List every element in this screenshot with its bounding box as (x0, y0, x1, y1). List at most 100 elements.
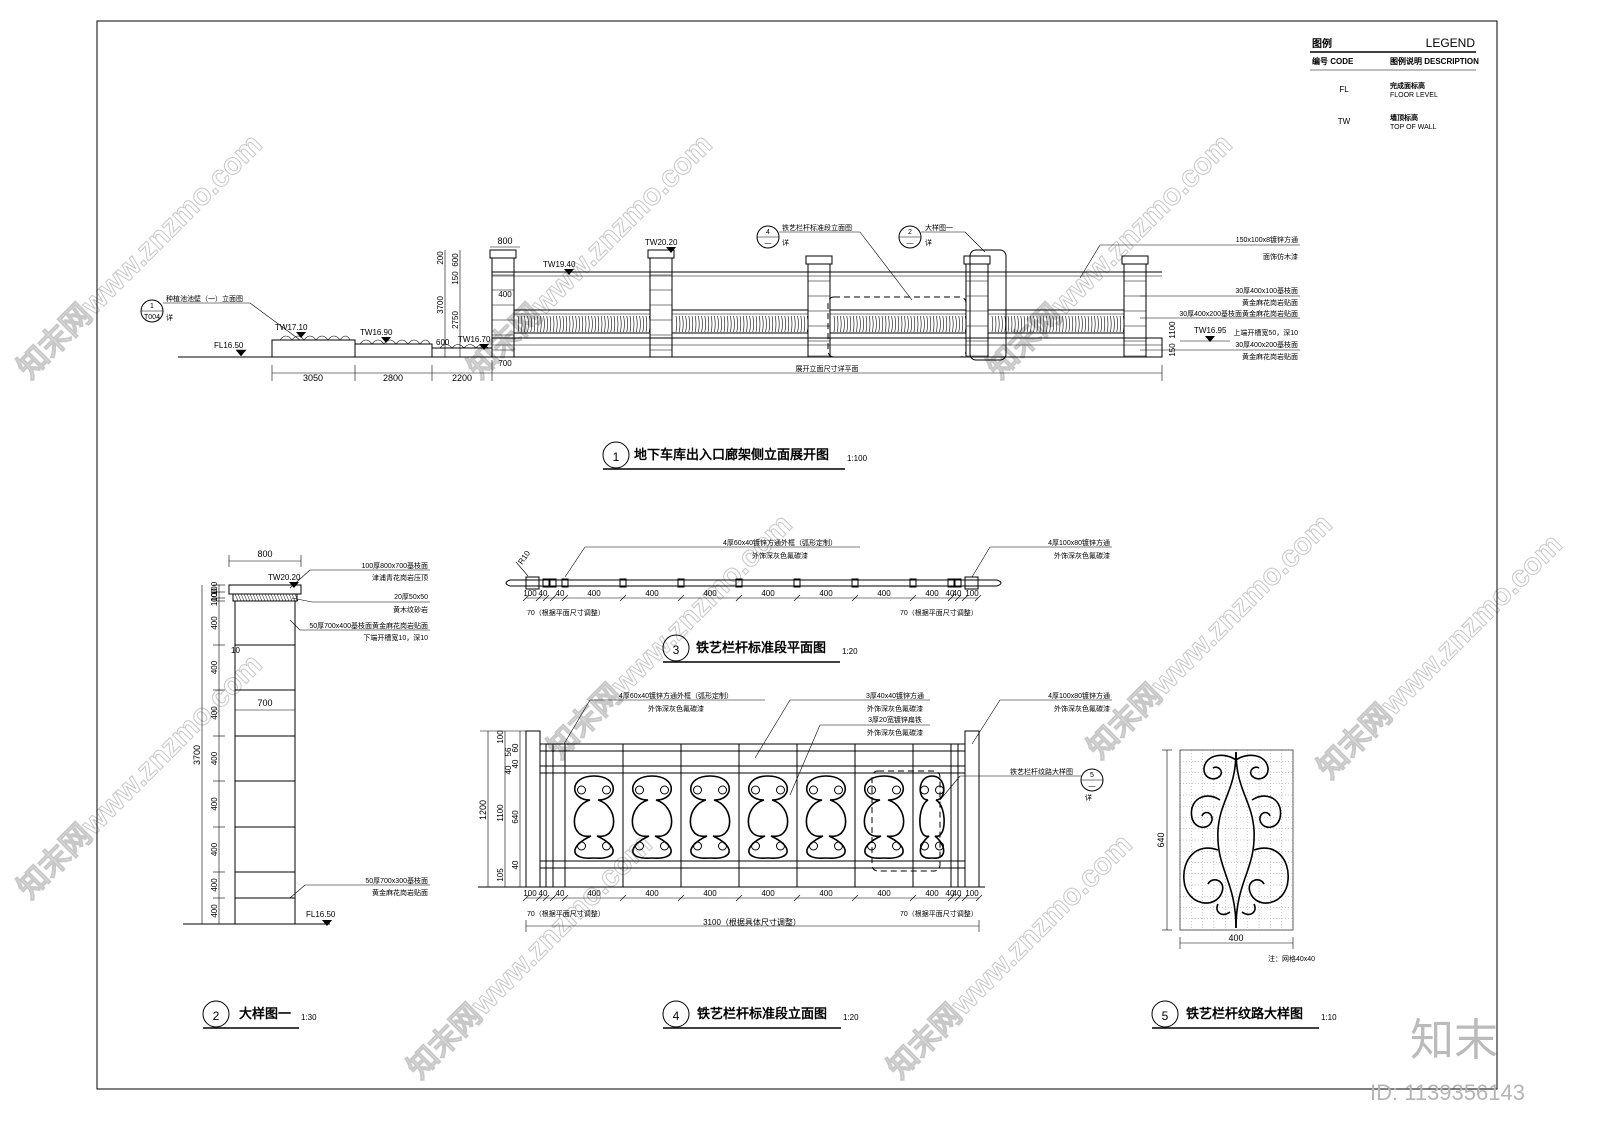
panel-scroll (948, 315, 951, 333)
plan-dim-tick (542, 594, 550, 602)
plan-note-l2: 外饰深灰色氟碳漆 (752, 551, 808, 560)
d2-dim-10: 10 (231, 646, 240, 655)
scroll-curl (751, 841, 760, 851)
legend-row-2-cn: 墙顶标高 (1390, 113, 1418, 122)
d2-note-2: 津浦青花岗岩压顶 (372, 573, 428, 582)
scroll-curl (660, 785, 669, 795)
panel-scroll (752, 315, 754, 333)
panel-scroll (691, 315, 694, 333)
trim-hatch (267, 593, 272, 602)
note-r-1: 150x100x8镀锌方通 (1236, 235, 1298, 244)
panel-scroll (1039, 315, 1042, 333)
elev-dim-label: 400 (587, 889, 601, 898)
callout-railing-detail (827, 296, 967, 358)
note-r-6: 上端开槽宽50，深10 (1233, 328, 1298, 337)
d2-dim-3700: 3700 (192, 745, 202, 765)
panel-scroll (704, 315, 706, 333)
panel-scroll (998, 315, 1000, 333)
vdim-150: 150 (451, 271, 460, 285)
ref-left-sheet: T004 (144, 314, 160, 321)
vdim-600: 600 (451, 253, 460, 267)
scroll-right (931, 775, 945, 859)
panel-scroll (636, 315, 638, 333)
panel-scroll (787, 315, 790, 333)
scroll-curl (920, 785, 929, 795)
plan-dim-label: 400 (587, 589, 601, 598)
panel-scroll (771, 315, 774, 333)
d2-seg-dim: 400 (210, 878, 219, 892)
drawing-2-pillar-detail: 800 700 3700 100100100400400400400400400… (183, 549, 430, 1029)
plan-dim-label: 40 (953, 589, 962, 598)
panel-scroll (1017, 315, 1019, 333)
scroll-right (825, 775, 847, 859)
panel-scroll (952, 315, 954, 333)
panel-scroll (694, 315, 697, 333)
panel-scroll (774, 315, 777, 333)
d4-dim-1200: 1200 (478, 800, 488, 820)
panel-scroll (533, 315, 536, 333)
plan-bar (793, 578, 801, 588)
panel-scroll (1020, 315, 1022, 333)
legend-title-cn: 图例 (1312, 37, 1332, 50)
panel-scroll (942, 315, 944, 333)
plan-post-left (525, 576, 540, 590)
elev-dim-label: 400 (761, 889, 775, 898)
panel-scroll (578, 315, 580, 333)
level-fl1650: FL16.50 (214, 341, 244, 350)
scroll-left (863, 775, 885, 859)
d4-note-1: 4厚60x40镀锌方通外框（弧形定制） (619, 691, 733, 700)
elev-dim-tick (954, 894, 962, 902)
scroll-curl (602, 841, 611, 851)
plan-post-right (964, 576, 979, 590)
trim-hatch (291, 593, 296, 602)
panel-scroll (1026, 315, 1029, 333)
pillar-joints (235, 644, 295, 899)
d5-note: 注：网格40x40 (1268, 954, 1315, 963)
elev-dim-tick (542, 894, 550, 902)
elev-dim-tick (975, 894, 983, 902)
panel-scroll (717, 315, 719, 333)
rail-post-left (525, 730, 541, 888)
scroll-right (883, 775, 905, 859)
watermark-text: 知末网www.znzmo.com (12, 648, 269, 905)
plan-dim-label: 400 (819, 589, 833, 598)
panel-scroll (929, 315, 932, 333)
ref-left-text: 种植池池壁（一）立面图 (166, 294, 243, 303)
plan-dim-tick (851, 594, 859, 602)
panel-scroll (833, 315, 836, 333)
drawing-frame (96, 20, 1498, 1090)
panel-scroll (701, 315, 703, 333)
title-1-num: 1 (613, 450, 620, 464)
panel-scroll (520, 315, 523, 333)
scroll-curl (867, 785, 876, 795)
trim-hatch (279, 593, 284, 602)
panel-scroll (1087, 315, 1090, 333)
vdim-3700: 3700 (436, 296, 445, 314)
trim-hatch (282, 593, 287, 602)
panel-scroll (549, 315, 552, 333)
vdim-2750: 2750 (451, 311, 460, 329)
elev-dim-tick (677, 894, 685, 902)
panel-scroll (556, 315, 558, 333)
panel-scroll (849, 315, 852, 333)
vdim-600b: 600 (436, 338, 450, 347)
panel-scroll (536, 315, 539, 333)
plan-dim-tick (522, 594, 530, 602)
panel-scroll (594, 315, 596, 333)
note-r-8: 黄金麻花岗岩贴面 (1242, 352, 1298, 361)
level-tw2020: TW20.20 (645, 238, 678, 247)
panel-scroll (543, 315, 545, 333)
plan-dim-tick (549, 594, 557, 602)
railing-panels (514, 309, 1125, 334)
drawing-5-pattern-detail: 640 400 注：网格40x40 5 铁艺栏杆纹路大样图 1:10 (1151, 749, 1337, 1029)
pillar-cap (805, 255, 833, 265)
d5-dim-400: 400 (1228, 933, 1243, 943)
elev-dim-tick (549, 894, 557, 902)
callout-pillar-detail (969, 249, 1007, 361)
d4-dim-right-note: 70（根据平面尺寸调整） (900, 909, 978, 918)
level-tw1710: TW17.10 (275, 323, 308, 332)
panel-scroll (733, 315, 735, 333)
panel-scroll (794, 315, 796, 333)
d4-dim-left-note: 70（根据平面尺寸调整） (527, 909, 605, 918)
d4-dim-40c: 40 (504, 765, 513, 774)
